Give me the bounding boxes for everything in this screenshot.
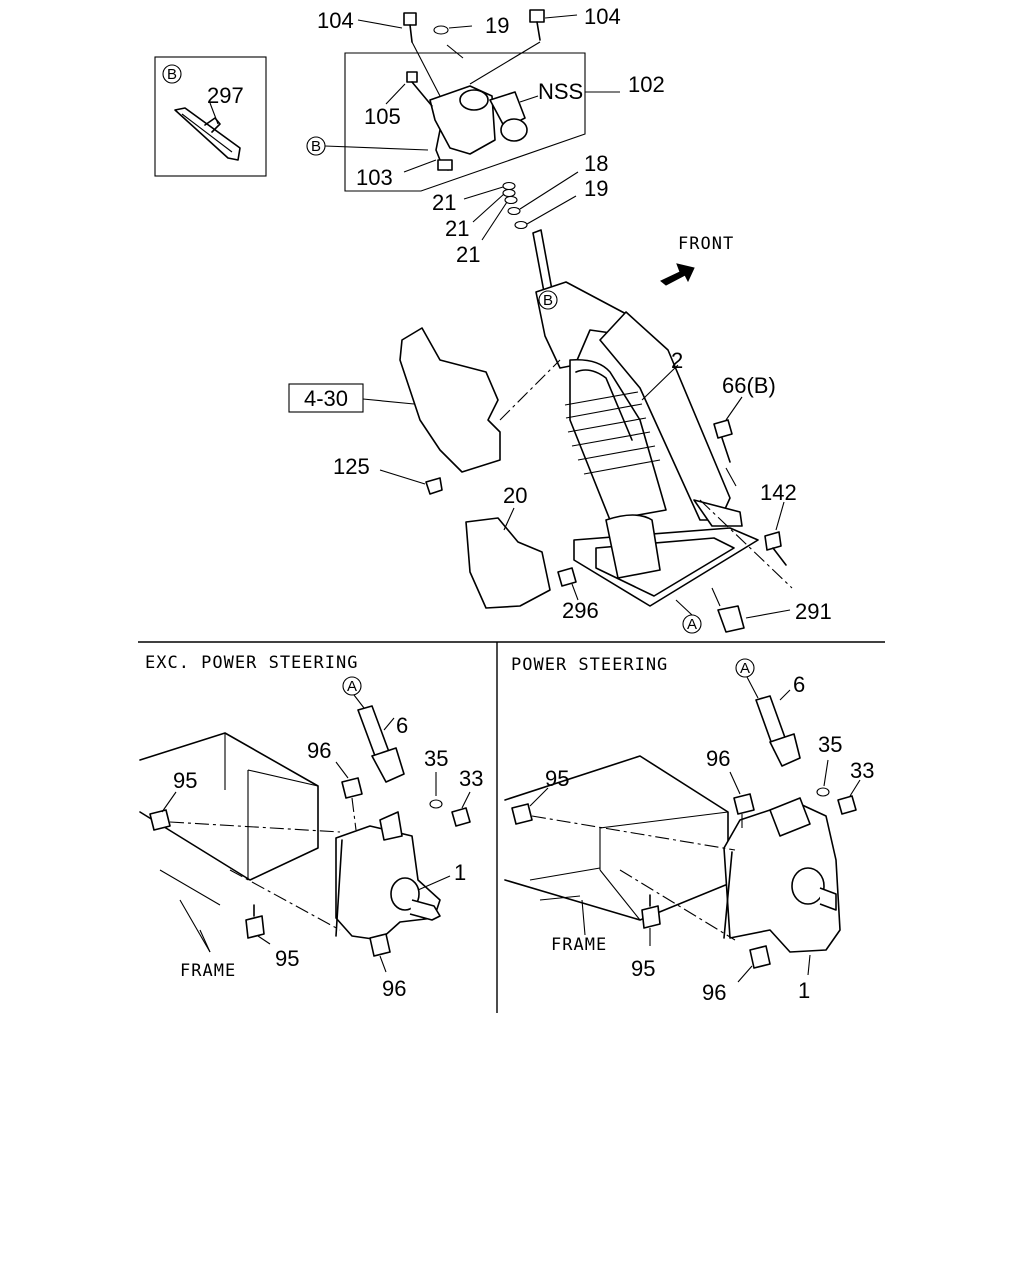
cover-4-30: 4-30 125 bbox=[288, 327, 501, 495]
callout-95-right-top: 95 bbox=[545, 766, 569, 791]
ref-4-30: 4-30 bbox=[304, 386, 348, 411]
inset-clip-297: B 297 bbox=[154, 56, 267, 177]
front-label: FRONT bbox=[678, 234, 734, 254]
callout-19-top: 19 bbox=[485, 13, 509, 38]
section-power-steering: POWER STEERING FRAME 1 A 6 96 35 bbox=[504, 655, 874, 1005]
title-exc-power-steering: EXC. POWER STEERING bbox=[145, 653, 358, 673]
callout-21-b: 21 bbox=[445, 216, 469, 241]
callout-297: 297 bbox=[207, 83, 244, 108]
frame-label-right: FRAME bbox=[551, 935, 607, 955]
marker-a-top: A bbox=[687, 616, 697, 633]
callout-1-right: 1 bbox=[798, 978, 810, 1003]
front-arrow: FRONT bbox=[660, 234, 734, 286]
callout-95-right-bottom: 95 bbox=[631, 956, 655, 981]
steering-column-2: B 2 bbox=[499, 229, 793, 607]
marker-b-switch: B bbox=[311, 138, 321, 155]
callout-96-right-bottom: 96 bbox=[702, 980, 726, 1005]
switch-assembly-102: NSS 102 104 19 104 105 B 103 bbox=[306, 4, 665, 192]
clip-291: 291 A bbox=[675, 587, 832, 634]
bolt-66b: 66(B) 142 bbox=[713, 373, 797, 566]
callout-18: 18 bbox=[584, 151, 608, 176]
callout-104-left: 104 bbox=[317, 8, 354, 33]
callout-125: 125 bbox=[333, 454, 370, 479]
callout-296: 296 bbox=[562, 598, 599, 623]
callout-102: 102 bbox=[628, 72, 665, 97]
callout-33-right: 33 bbox=[850, 758, 874, 783]
marker-b: B bbox=[167, 66, 177, 83]
callout-6-left: 6 bbox=[396, 713, 408, 738]
callout-19-mid: 19 bbox=[584, 176, 608, 201]
callout-291: 291 bbox=[795, 599, 832, 624]
callout-95-left-top: 95 bbox=[173, 768, 197, 793]
callout-nss: NSS bbox=[538, 79, 583, 104]
callout-96-right-top: 96 bbox=[706, 746, 730, 771]
callout-6-right: 6 bbox=[793, 672, 805, 697]
callout-2: 2 bbox=[671, 348, 683, 373]
callout-103: 103 bbox=[356, 165, 393, 190]
section-exc-power-steering: EXC. POWER STEERING FRAME 1 A 6 96 35 bbox=[139, 653, 483, 1001]
marker-a-right: A bbox=[740, 660, 750, 677]
callout-35-right: 35 bbox=[818, 732, 842, 757]
callout-20: 20 bbox=[503, 483, 527, 508]
callout-104-right: 104 bbox=[584, 4, 621, 29]
callout-21-c: 21 bbox=[456, 242, 480, 267]
washer-stack: 21 21 21 18 19 bbox=[432, 151, 608, 267]
callout-66b: 66(B) bbox=[722, 373, 776, 398]
callout-33-left: 33 bbox=[459, 766, 483, 791]
front-arrow-icon bbox=[660, 263, 695, 286]
cover-20: 20 296 bbox=[465, 483, 599, 623]
title-power-steering: POWER STEERING bbox=[511, 655, 668, 675]
callout-96-left-top: 96 bbox=[307, 738, 331, 763]
callout-21-a: 21 bbox=[432, 190, 456, 215]
callout-142: 142 bbox=[760, 480, 797, 505]
callout-105: 105 bbox=[364, 104, 401, 129]
marker-a-left: A bbox=[347, 678, 357, 695]
callout-95-left-bottom: 95 bbox=[275, 946, 299, 971]
callout-1-left: 1 bbox=[454, 860, 466, 885]
callout-96-left-bottom: 96 bbox=[382, 976, 406, 1001]
marker-b-column: B bbox=[543, 292, 553, 309]
frame-label-left: FRAME bbox=[180, 961, 236, 981]
callout-35-left: 35 bbox=[424, 746, 448, 771]
